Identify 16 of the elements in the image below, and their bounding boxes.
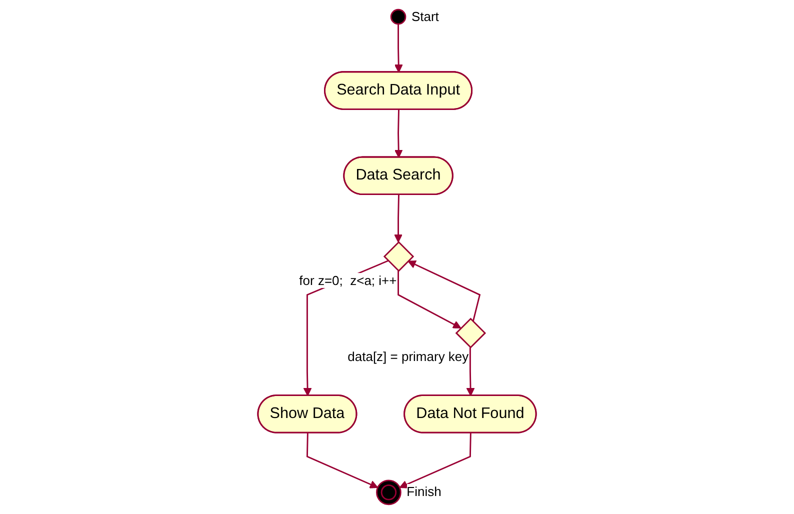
arrow — [394, 194, 402, 243]
arrow — [399, 433, 472, 488]
arrow — [306, 433, 378, 488]
arrow — [394, 110, 403, 158]
annotation-text: Start — [411, 8, 439, 24]
node-circle — [376, 480, 402, 506]
arrow — [394, 24, 403, 73]
arrow — [408, 260, 481, 322]
node-diamond — [383, 241, 414, 272]
arrow — [466, 347, 475, 396]
node-circle — [390, 8, 406, 25]
annotation-text: for z=0; z<a; i++ — [299, 272, 397, 288]
node-diamond — [455, 318, 486, 348]
annotation-text: Finish — [406, 484, 442, 500]
arrow — [398, 270, 462, 328]
annotation-text: data[z] = primary key — [348, 349, 469, 364]
